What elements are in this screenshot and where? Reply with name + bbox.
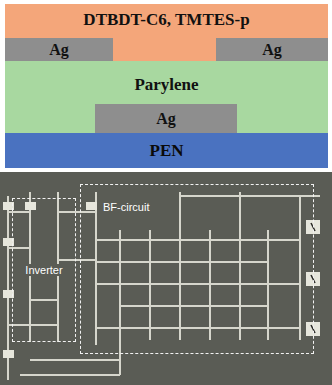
layer-label: Parylene [134, 75, 198, 95]
wire [179, 192, 181, 340]
wire [96, 327, 300, 329]
layer-label: BF-circuit [101, 201, 151, 213]
pad [25, 202, 36, 210]
drain-electrode: Ag [216, 38, 328, 61]
layer-label: Ag [49, 41, 69, 59]
pad [306, 272, 320, 286]
region-box: BF-circuit [80, 184, 314, 354]
photo-ground [0, 172, 332, 385]
layer-label: DTBDT-C6, TMTES-p [83, 10, 249, 30]
layer-label: Ag [262, 41, 282, 59]
printed-wires [8, 192, 320, 380]
pad [306, 220, 320, 234]
wire [299, 196, 301, 340]
wire [58, 259, 96, 261]
probe-marks [311, 223, 315, 333]
source-electrode: Ag [5, 38, 113, 61]
wire [96, 261, 268, 263]
wire [58, 211, 96, 213]
wire [120, 305, 268, 307]
probe-mark [311, 325, 315, 333]
wire [30, 299, 58, 301]
wire [95, 192, 97, 345]
wire [96, 283, 300, 285]
probe-mark [311, 275, 315, 283]
layer-label: Ag [156, 110, 176, 128]
wire [30, 359, 120, 361]
layer-label: PEN [150, 141, 184, 161]
wire [8, 324, 58, 326]
pad [86, 202, 97, 210]
pad [3, 350, 14, 358]
region-box: Inverter [12, 198, 76, 342]
wire [96, 239, 300, 241]
gate-electrode: Ag [95, 104, 237, 133]
probe-mark [311, 223, 315, 231]
pad [306, 322, 320, 336]
layer-label: Inverter [23, 264, 64, 276]
substrate-layer: PEN [5, 133, 328, 168]
contact-pads [3, 202, 320, 358]
wire [20, 374, 120, 376]
wire [239, 192, 241, 340]
